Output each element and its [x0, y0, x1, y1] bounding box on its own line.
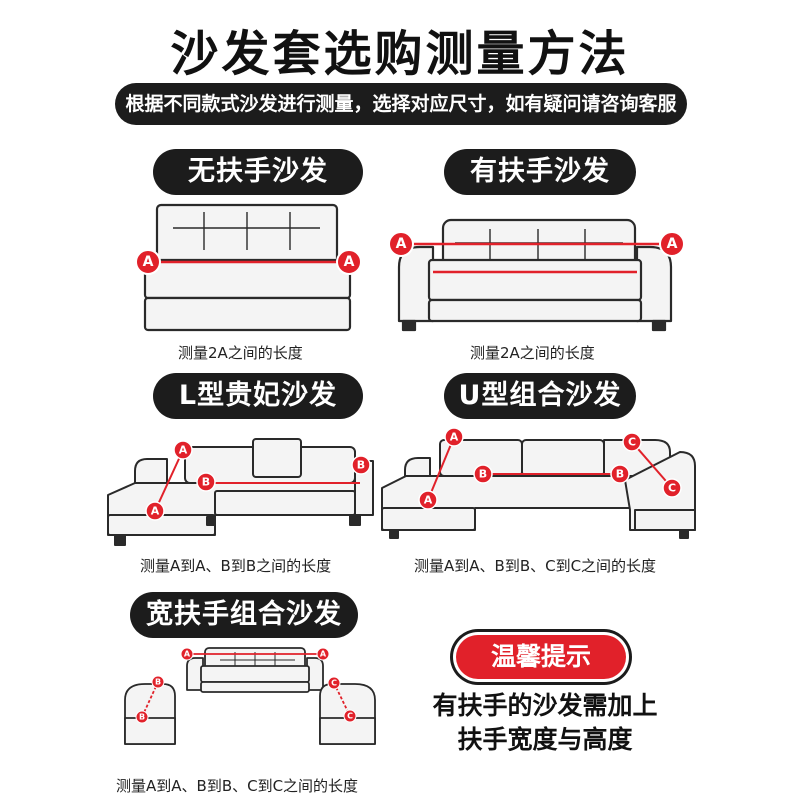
marker-c-bottom: C: [662, 478, 682, 498]
marker-b-left: B: [196, 472, 216, 492]
marker-a-bottom: A: [418, 490, 438, 510]
marker-b-right: B: [610, 464, 630, 484]
svg-text:A: A: [151, 505, 160, 518]
marker-a-bottom: A: [145, 501, 165, 521]
caption-no-arm: 测量2A之间的长度: [178, 344, 303, 362]
subtitle-banner: 根据不同款式沙发进行测量，选择对应尺寸，如有疑问请咨询客服: [115, 83, 687, 125]
svg-text:B: B: [479, 468, 487, 481]
no-arm-sofa-illustration: A A: [135, 203, 362, 332]
section-title-l-shape: L型贵妃沙发: [153, 373, 363, 419]
svg-text:B: B: [202, 476, 210, 489]
marker-a-right: A: [316, 647, 330, 661]
marker-c-top: C: [327, 676, 341, 690]
svg-text:A: A: [450, 431, 459, 444]
svg-text:A: A: [424, 494, 433, 507]
marker-b-bottom: B: [135, 710, 149, 724]
wide-arm-sofa-illustration: A A B B C C: [124, 647, 376, 745]
marker-a-top: A: [444, 427, 464, 447]
svg-text:C: C: [331, 679, 337, 688]
section-title-with-arm: 有扶手沙发: [444, 149, 636, 195]
caption-with-arm: 测量2A之间的长度: [470, 344, 595, 362]
marker-b-left: B: [473, 464, 493, 484]
svg-text:A: A: [184, 650, 191, 659]
marker-a-left: A: [135, 249, 161, 275]
svg-text:A: A: [179, 444, 188, 457]
section-title-wide-arm: 宽扶手组合沙发: [130, 592, 358, 638]
section-title-u-shape: U型组合沙发: [444, 373, 636, 419]
marker-a-left: A: [388, 231, 414, 257]
svg-text:C: C: [347, 712, 353, 721]
svg-text:B: B: [139, 713, 145, 722]
marker-c-top: C: [622, 432, 642, 452]
marker-a-right: A: [336, 249, 362, 275]
svg-text:A: A: [320, 650, 327, 659]
with-arm-sofa-illustration: A A: [388, 218, 685, 332]
caption-l-shape: 测量A到A、B到B之间的长度: [140, 557, 332, 575]
tip-text-line1: 有扶手的沙发需加上: [432, 691, 658, 720]
svg-text:A: A: [344, 254, 355, 270]
svg-text:B: B: [357, 459, 365, 472]
u-shape-sofa-illustration: A A B B C C: [381, 427, 696, 539]
tip-badge: 温馨提示: [456, 635, 626, 679]
svg-text:C: C: [668, 482, 676, 495]
svg-text:A: A: [396, 236, 407, 252]
marker-b-right: B: [351, 455, 371, 475]
marker-a-left: A: [180, 647, 194, 661]
svg-text:C: C: [628, 436, 636, 449]
section-title-no-arm: 无扶手沙发: [153, 149, 363, 195]
page-title: 沙发套选购测量方法: [170, 26, 630, 82]
caption-u-shape: 测量A到A、B到B、C到C之间的长度: [414, 557, 657, 575]
svg-text:B: B: [616, 468, 624, 481]
svg-text:B: B: [155, 678, 161, 687]
svg-text:A: A: [667, 236, 678, 252]
marker-c-bottom: C: [343, 709, 357, 723]
svg-text:A: A: [143, 254, 154, 270]
marker-a-right: A: [659, 231, 685, 257]
caption-wide-arm: 测量A到A、B到B、C到C之间的长度: [116, 777, 359, 795]
marker-a-top: A: [173, 440, 193, 460]
tip-text-line2: 扶手宽度与高度: [457, 725, 633, 754]
l-shape-sofa-illustration: A A B B: [107, 438, 374, 546]
marker-b-top: B: [151, 675, 165, 689]
